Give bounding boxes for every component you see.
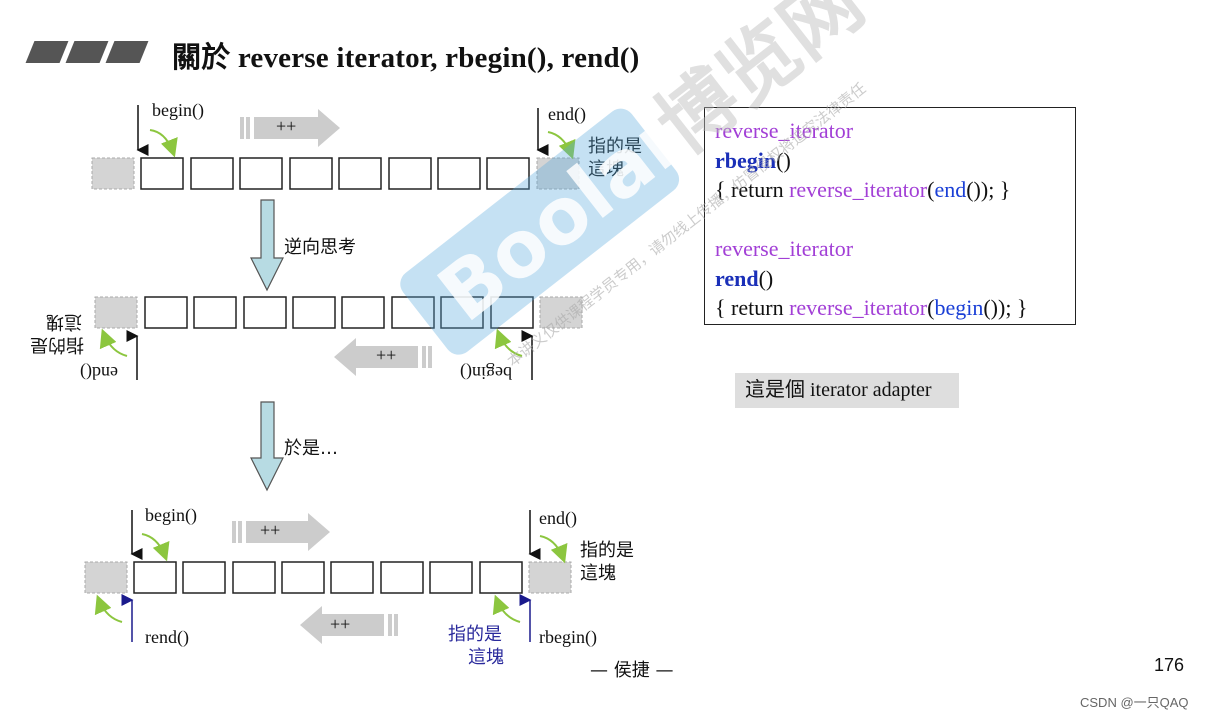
plusplus-1: ++ (276, 116, 297, 136)
code-rend: rend (715, 265, 759, 291)
forward-arrow-2 (232, 513, 330, 551)
end-label-1: end() (548, 104, 586, 124)
down-arrow-2 (250, 401, 284, 492)
page-number: 176 (1154, 655, 1185, 675)
rend-label: rend() (145, 627, 189, 647)
points-to-4b: 這塊 (468, 647, 504, 668)
begin-label-1: begin() (152, 100, 204, 120)
forward-arrow-1 (240, 109, 340, 147)
plusplus-4: ++ (330, 614, 351, 634)
down-arrow-1 (250, 199, 284, 292)
points-to-1a: 指的是 (588, 136, 642, 157)
points-to-2b: 這塊 (46, 311, 82, 332)
row3-cells (84, 561, 572, 594)
points-to-2a: 指的是 (30, 334, 84, 355)
therefore-label: 於是… (284, 438, 338, 459)
code-box: reverse_iterator rbegin() { return rever… (704, 107, 1076, 325)
csdn-credit: CSDN @一只QAQ (1080, 695, 1189, 710)
plusplus-3: ++ (260, 520, 281, 540)
begin-label-2: begin() (460, 363, 512, 383)
points-to-3b: 這塊 (580, 563, 616, 584)
row2-cells (94, 296, 583, 329)
begin-label-3: begin() (145, 505, 197, 525)
rbegin-label: rbegin() (539, 627, 597, 647)
adapter-note: 這是個 iterator adapter (735, 373, 959, 408)
iterator-diagram (84, 105, 583, 644)
end-label-3: end() (539, 508, 577, 528)
code-line-5: reverse_iterator (715, 236, 854, 261)
backward-arrow-1 (334, 338, 432, 376)
points-to-3a: 指的是 (580, 540, 634, 561)
backward-arrow-2 (300, 606, 398, 644)
end-label-2: end() (80, 363, 118, 383)
code-rbegin: rbegin (715, 147, 777, 173)
plusplus-2: ++ (376, 345, 397, 365)
points-to-1b: 這塊 (588, 159, 624, 180)
slide-title: 關於 reverse iterator, rbegin(), rend() (172, 42, 640, 74)
author: — 侯捷 — (590, 660, 674, 681)
code-line-1: reverse_iterator (715, 118, 854, 143)
row1-cells (91, 157, 580, 190)
points-to-4a: 指的是 (448, 624, 502, 645)
reverse-thinking-label: 逆向思考 (284, 237, 356, 258)
